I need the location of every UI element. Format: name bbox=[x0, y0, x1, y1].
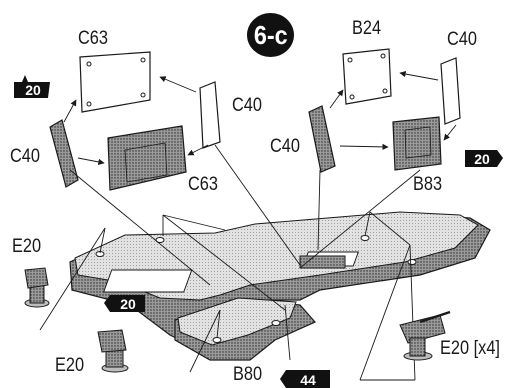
part-label-c63-top: C63 bbox=[78, 28, 108, 49]
guide-lines bbox=[39, 70, 457, 381]
panel-c63-top bbox=[79, 51, 151, 113]
badge-mid-left-shape bbox=[104, 295, 145, 312]
part-label-e20-left-bottom: E20 bbox=[55, 355, 85, 376]
part-label-c40-top-right: C40 bbox=[447, 29, 477, 50]
part-label-b80: B80 bbox=[233, 364, 263, 385]
badge-bottom: 44 bbox=[300, 372, 316, 388]
step-indicator: 6-c bbox=[247, 13, 294, 57]
hull-b80 bbox=[69, 211, 491, 361]
gun-mount-e20-left bbox=[24, 267, 50, 308]
part-label-c40-upper-right: C40 bbox=[232, 95, 262, 116]
part-label-b83: B83 bbox=[413, 174, 443, 195]
part-label-e20-left-top: E20 bbox=[12, 236, 42, 257]
panel-c40-top-right bbox=[440, 57, 461, 125]
part-label-e20-x4: E20 [x4] bbox=[440, 338, 500, 359]
gun-mount-e20-bottom bbox=[97, 329, 129, 373]
badge-bottom-shape bbox=[280, 370, 330, 388]
panel-b83 bbox=[392, 116, 442, 171]
badge-top-left: 20 bbox=[25, 82, 41, 98]
panel-c40-left bbox=[49, 119, 79, 188]
panel-b24 bbox=[342, 48, 392, 105]
badge-top-left-shape bbox=[14, 75, 50, 98]
badge-right-shape bbox=[465, 150, 503, 167]
part-label-c63-mid: C63 bbox=[188, 174, 218, 195]
panel-c40-upper bbox=[199, 81, 221, 149]
panel-c63-mid bbox=[107, 125, 187, 191]
badge-mid-left: 20 bbox=[120, 296, 136, 312]
part-label-b24: B24 bbox=[352, 18, 382, 39]
part-label-c40-left: C40 bbox=[10, 146, 40, 167]
panel-c40-mid-right bbox=[308, 105, 336, 173]
part-label-c40-mid-right: C40 bbox=[270, 136, 300, 157]
gun-mount-e20-right bbox=[399, 310, 451, 361]
badge-right: 20 bbox=[474, 151, 490, 167]
